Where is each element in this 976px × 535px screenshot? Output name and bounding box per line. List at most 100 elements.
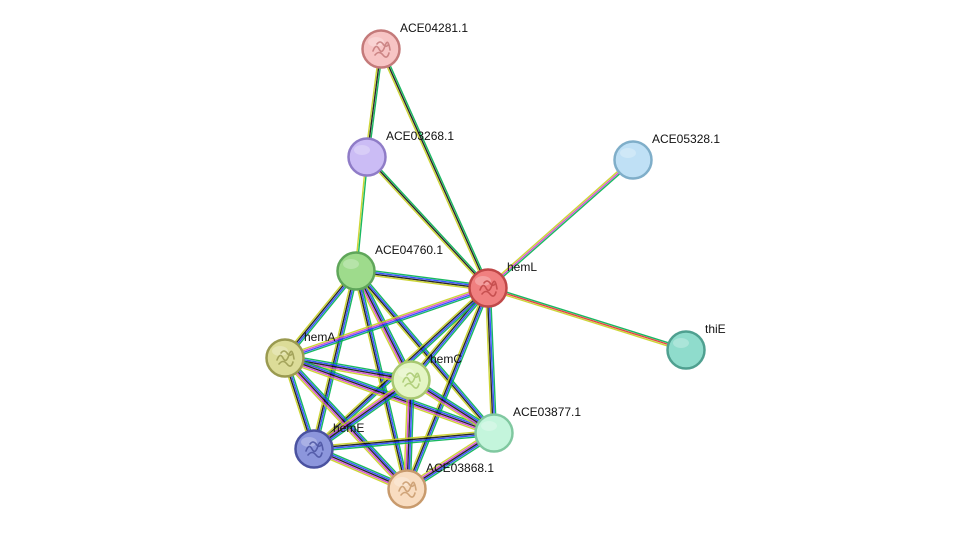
edge-strand-coexpression — [313, 379, 412, 450]
edge-strand-cooccurrence — [285, 288, 489, 360]
edge-strand-textmining — [487, 288, 686, 353]
edge-hemL-ACE03868.1[interactable] — [404, 286, 491, 491]
protein-structure-icon — [372, 41, 391, 58]
edge-strand-experiments — [284, 286, 488, 358]
edge-strand-cooccurrence — [314, 433, 495, 451]
node-ACE04760.1[interactable]: ACE04760.1 — [336, 243, 444, 291]
node-highlight — [272, 346, 288, 356]
node-highlight — [354, 145, 370, 155]
edge-ACE04760.1-hemL[interactable] — [355, 267, 489, 292]
edge-strand-textmining — [311, 376, 410, 447]
node-label: ACE04760.1 — [375, 243, 443, 257]
edge-strand-fusion — [487, 287, 687, 351]
edge-strand-coexpression — [313, 431, 494, 449]
edge-ACE04760.1-ACE03877.1[interactable] — [353, 268, 497, 436]
node-thiE[interactable]: thiE — [666, 322, 726, 370]
edge-strand-textmining — [404, 286, 487, 489]
edge-strand-neighborhood — [488, 160, 635, 290]
node-highlight — [368, 37, 384, 47]
node-hemL[interactable]: hemL — [468, 260, 538, 308]
node-circle[interactable] — [387, 469, 427, 509]
node-label: hemC — [430, 352, 462, 366]
node-label: ACE05328.1 — [652, 132, 720, 146]
edge-hemL-ACE03877.1[interactable] — [484, 287, 498, 434]
edge-strand-neighborhood — [489, 287, 498, 433]
edge-strand-neighborhood — [285, 289, 490, 361]
protein-structure-icon — [276, 350, 295, 367]
edge-strand-coexpression — [380, 48, 489, 289]
node-label: ACE04281.1 — [400, 21, 468, 35]
edge-strand-cooccurrence — [407, 288, 490, 490]
edge-strand-textmining — [378, 49, 488, 289]
edge-ACE03268.1-hemL[interactable] — [365, 155, 490, 290]
node-circle[interactable] — [347, 137, 387, 177]
edge-strand-neighborhood — [381, 48, 491, 288]
node-circle[interactable] — [265, 338, 305, 378]
edge-hemL-hemA[interactable] — [283, 285, 490, 361]
edge-strand-cooccurrence — [285, 355, 412, 380]
node-hemE[interactable]: hemE — [294, 421, 365, 469]
node-label: ACE03868.1 — [426, 461, 494, 475]
node-highlight — [620, 148, 636, 158]
edge-strand-textmining — [310, 270, 355, 449]
edge-strand-neighborhood — [367, 155, 490, 288]
edge-strand-cooccurrence — [356, 270, 496, 433]
node-label: hemE — [333, 421, 364, 435]
node-highlight — [673, 338, 689, 348]
node-highlight — [394, 477, 410, 487]
edge-strand-neighborhood — [357, 268, 497, 432]
node-ACE03868.1[interactable]: ACE03868.1 — [387, 461, 495, 509]
edge-strand-coexpression — [312, 270, 356, 449]
edge-strand-textmining — [352, 271, 406, 490]
edge-strand-textmining — [486, 158, 633, 288]
edge-strand-textmining — [283, 285, 488, 357]
edge-ACE03877.1-hemE[interactable] — [313, 429, 495, 453]
edge-ACE04760.1-ACE03868.1[interactable] — [352, 270, 411, 490]
edge-strand-neighborhood — [412, 289, 491, 382]
node-circle[interactable] — [391, 360, 431, 400]
node-circle[interactable] — [336, 251, 376, 291]
node-circle[interactable] — [294, 429, 334, 469]
node-circle[interactable] — [666, 330, 706, 370]
edge-ACE04281.1-hemL[interactable] — [378, 48, 491, 289]
node-circle[interactable] — [361, 29, 401, 69]
edge-ACE05328.1-hemL[interactable] — [486, 158, 635, 290]
node-label: ACE03268.1 — [386, 129, 454, 143]
edge-strand-cooccurrence — [356, 270, 409, 489]
node-hemA[interactable]: hemA — [265, 330, 336, 378]
node-ACE05328.1[interactable]: ACE05328.1 — [613, 132, 721, 180]
node-ACE03268.1[interactable]: ACE03268.1 — [347, 129, 455, 177]
node-highlight — [343, 259, 359, 269]
node-hemC[interactable]: hemC — [391, 352, 463, 400]
edge-ACE04760.1-hemE[interactable] — [310, 270, 360, 450]
edge-strand-coexpression — [355, 271, 488, 290]
edge-strand-coexpression — [405, 287, 488, 489]
protein-structure-icon — [479, 280, 498, 297]
node-circle[interactable] — [613, 140, 653, 180]
edge-strand-coexpression — [486, 288, 494, 434]
edge-hemL-thiE[interactable] — [487, 285, 687, 353]
edge-strand-experiments — [487, 159, 634, 289]
node-highlight — [398, 368, 414, 378]
edge-strand-neighborhood — [357, 270, 411, 489]
edge-strand-neighborhood — [356, 267, 489, 287]
edge-strand-neighborhood — [315, 271, 360, 450]
node-label: ACE03877.1 — [513, 405, 581, 419]
edge-strand-neighborhood — [488, 285, 687, 350]
node-ACE04281.1[interactable]: ACE04281.1 — [361, 21, 469, 69]
node-ACE03877.1[interactable]: ACE03877.1 — [474, 405, 582, 453]
edge-strand-cooccurrence — [314, 380, 413, 451]
node-circle[interactable] — [468, 268, 508, 308]
edge-hemC-hemE[interactable] — [311, 376, 414, 453]
edge-strand-textmining — [313, 429, 494, 448]
node-highlight — [475, 276, 491, 286]
protein-structure-icon — [305, 441, 324, 458]
node-highlight — [301, 437, 317, 447]
edge-strand-experiments — [353, 271, 411, 382]
edge-strand-neighborhood — [408, 288, 491, 491]
edge-strand-cooccurrence — [285, 356, 409, 489]
edge-strand-cooccurrence — [488, 287, 496, 433]
edge-strand-cooccurrence — [314, 271, 358, 450]
node-circle[interactable] — [474, 413, 514, 453]
